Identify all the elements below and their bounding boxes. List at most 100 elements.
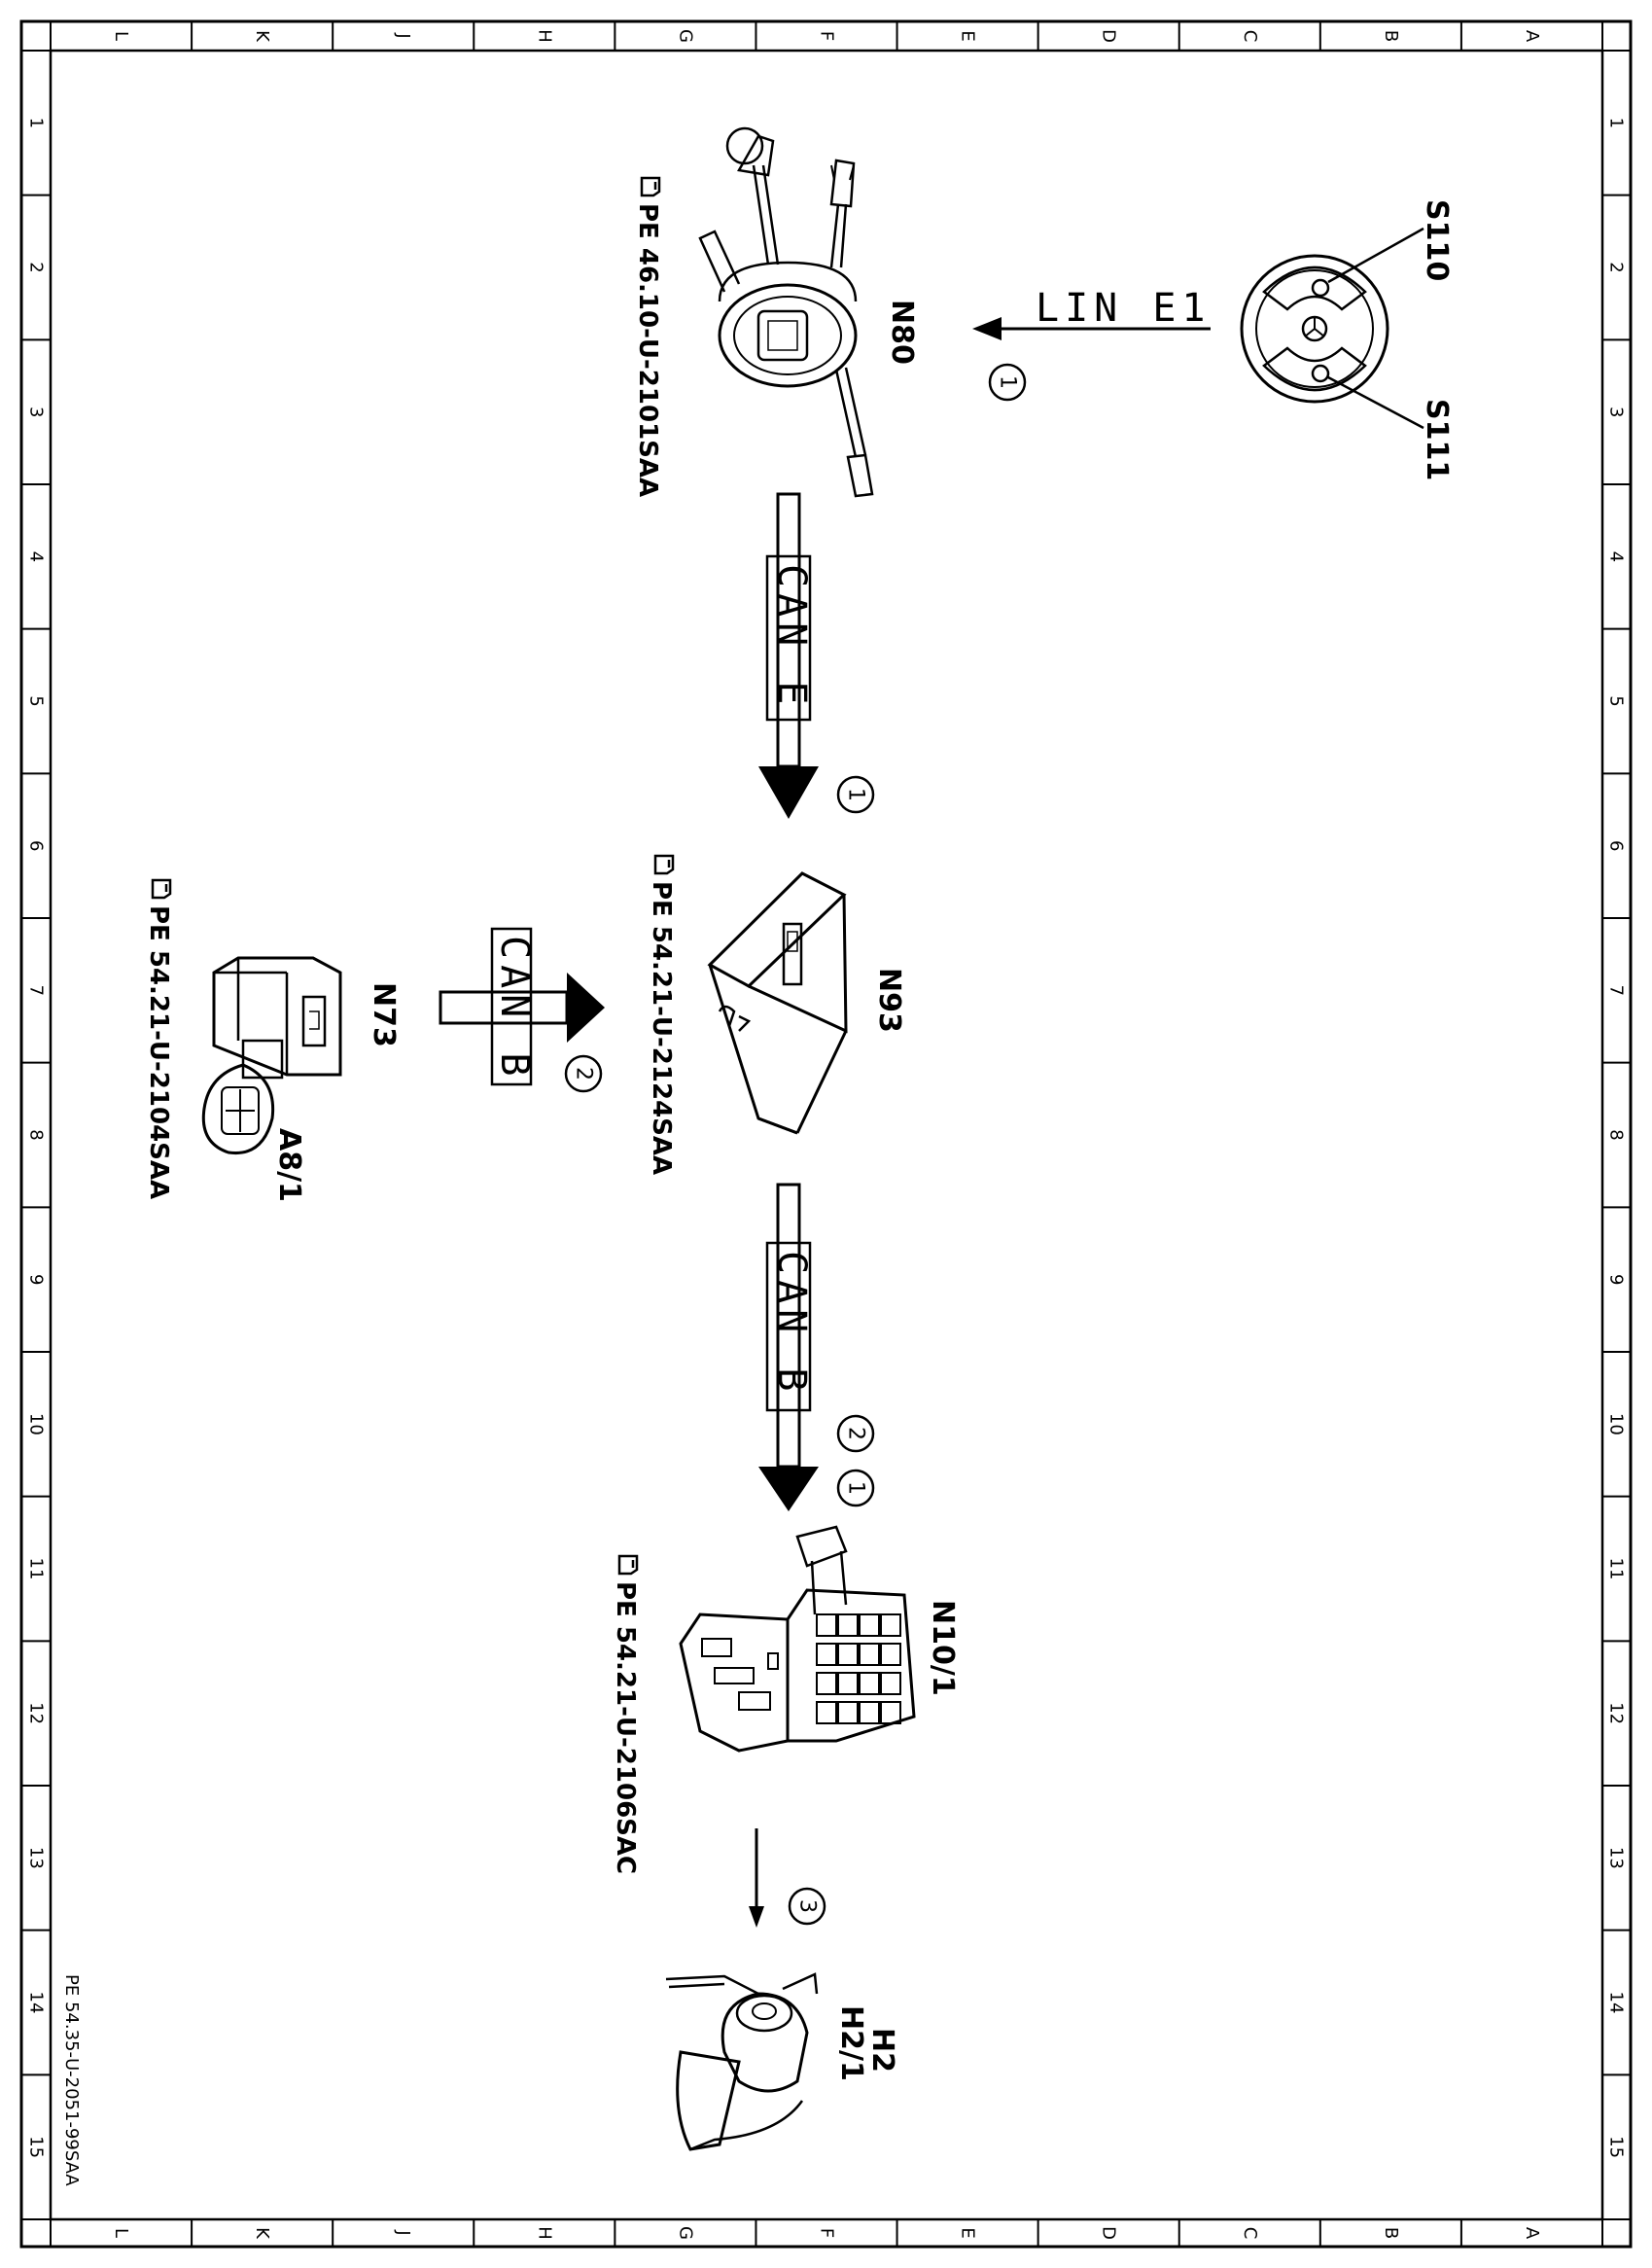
zone-number-right: 6 [1606, 840, 1627, 851]
step-badge [788, 1887, 826, 1926]
hand-pointer-icon [653, 854, 675, 875]
a8-1-label: A8/1 [272, 1128, 306, 1202]
zone-letter-bottom: F [817, 2228, 837, 2238]
n80-label: N80 [885, 300, 919, 365]
step-number: 2 [572, 1067, 596, 1081]
lin-e1-connection: LIN E1 1 [972, 286, 1212, 402]
zone-number-left: 11 [26, 1558, 47, 1580]
step-number: 2 [844, 1427, 868, 1440]
n73-label: N73 [367, 982, 401, 1047]
steering-column-module-icon [698, 126, 874, 498]
zone-letter-top: H [534, 29, 554, 43]
n80-reference: PE 46.10-U-2101SAA [633, 203, 662, 497]
zone-letter-top: F [817, 31, 837, 41]
zone-number-right: 13 [1606, 1847, 1627, 1869]
zone-number-left: 8 [26, 1129, 47, 1140]
n73-ignition-switch-group: N73 A8/1 PE 54.21-U-2104SAA [144, 878, 401, 1202]
horn-connection: 3 [749, 1828, 826, 1928]
n10-1-reference: PE 54.21-U-2106SAC [611, 1581, 640, 1874]
zone-number-right: 2 [1606, 262, 1627, 272]
step-number: 1 [844, 1481, 868, 1495]
zone-letter-top: C [1240, 30, 1260, 43]
zone-number-right: 8 [1606, 1129, 1627, 1140]
zone-number-right: 11 [1606, 1558, 1627, 1580]
zone-letter-bottom: E [958, 2227, 978, 2238]
zone-letter-bottom: A [1522, 2227, 1542, 2240]
zone-number-left: 12 [26, 1702, 47, 1724]
zone-letter-top: L [111, 31, 131, 41]
zone-letter-bottom: D [1099, 2226, 1119, 2240]
zone-number-left: 6 [26, 840, 47, 851]
zone-number-left: 10 [26, 1413, 47, 1435]
zone-letter-bottom: L [111, 2228, 131, 2238]
can-e-connection: CAN E 1 [758, 492, 875, 819]
n93-reference: PE 54.21-U-2124SAA [647, 881, 676, 1175]
zone-number-left: 9 [26, 1274, 47, 1285]
zone-letter-top: E [958, 30, 978, 41]
lin-e1-label: LIN E1 [1036, 286, 1212, 331]
zone-number-left: 13 [26, 1847, 47, 1869]
zone-letter-top: D [1099, 29, 1119, 43]
zone-number-left: 15 [26, 2136, 47, 2158]
step-number: 3 [795, 1899, 820, 1913]
n93-label: N93 [872, 968, 906, 1033]
zone-number-right: 3 [1606, 407, 1627, 417]
zone-letter-bottom: H [534, 2226, 554, 2240]
zone-number-right: 7 [1606, 985, 1627, 996]
zone-letter-bottom: G [675, 2226, 695, 2240]
can-e-label: CAN E [769, 564, 814, 710]
zone-number-left: 7 [26, 985, 47, 996]
n10-1-label: N10/1 [926, 1600, 960, 1696]
h2-1-label: H2/1 [834, 2005, 868, 2081]
zone-letter-top: G [675, 29, 695, 43]
step-badge [836, 775, 875, 814]
zone-letter-top: A [1522, 30, 1542, 43]
step-number: 1 [844, 788, 868, 801]
hand-pointer-icon [640, 176, 661, 197]
can-b-down-label: CAN B [769, 1251, 814, 1397]
zone-number-left: 14 [26, 1992, 47, 2014]
zone-number-left: 2 [26, 262, 47, 272]
key-icon [201, 1063, 275, 1155]
zone-number-right: 12 [1606, 1702, 1627, 1724]
can-b-down-connection: CAN B 2 1 [758, 1183, 875, 1511]
step-badge [988, 363, 1027, 402]
step-badge [836, 1469, 875, 1507]
n93-central-gateway: N93 PE 54.21-U-2124SAA [647, 854, 906, 1175]
h2-horn: H2 H2/1 [665, 1972, 899, 2151]
n10-1-sam-module: N10/1 PE 54.21-U-2106SAC [611, 1525, 960, 1874]
h2-label: H2 [865, 2028, 899, 2073]
zone-number-right: 5 [1606, 695, 1627, 706]
hand-pointer-icon [617, 1554, 639, 1576]
zone-number-left: 1 [26, 118, 47, 128]
zone-number-right: 1 [1606, 118, 1627, 128]
zone-number-right: 4 [1606, 551, 1627, 562]
step-number: 1 [996, 375, 1020, 389]
zone-letter-top: B [1381, 30, 1401, 42]
fuse-relay-module-icon [679, 1525, 916, 1753]
zone-letter-bottom: J [393, 2229, 413, 2235]
document-number: PE 54.35-U-2051-99SAA [61, 1974, 82, 2186]
zone-number-left: 3 [26, 407, 47, 417]
s110-label: S110 [1420, 199, 1454, 281]
zone-letter-bottom: B [1381, 2227, 1401, 2239]
control-unit-icon [707, 871, 848, 1135]
zone-number-right: 15 [1606, 2136, 1627, 2158]
steering-wheel-switch-group: S110 S111 [1240, 199, 1454, 480]
a8-1-reference: PE 54.21-U-2104SAA [144, 905, 173, 1199]
zone-number-left: 4 [26, 551, 47, 562]
can-b-side-connection: CAN B 2 [439, 927, 605, 1093]
horn-icon [665, 1972, 819, 2151]
zone-number-right: 10 [1606, 1413, 1627, 1435]
step-badge [564, 1054, 603, 1093]
hand-pointer-icon [151, 878, 172, 900]
relay-grid [816, 1613, 901, 1724]
zone-number-left: 5 [26, 695, 47, 706]
zone-letter-top: K [252, 30, 272, 43]
n80-steering-column-module: N80 PE 46.10-U-2101SAA [633, 126, 919, 498]
zone-letter-bottom: C [1240, 2227, 1260, 2240]
can-b-side-label: CAN B [492, 936, 537, 1081]
steering-wheel-icon [1240, 254, 1389, 404]
